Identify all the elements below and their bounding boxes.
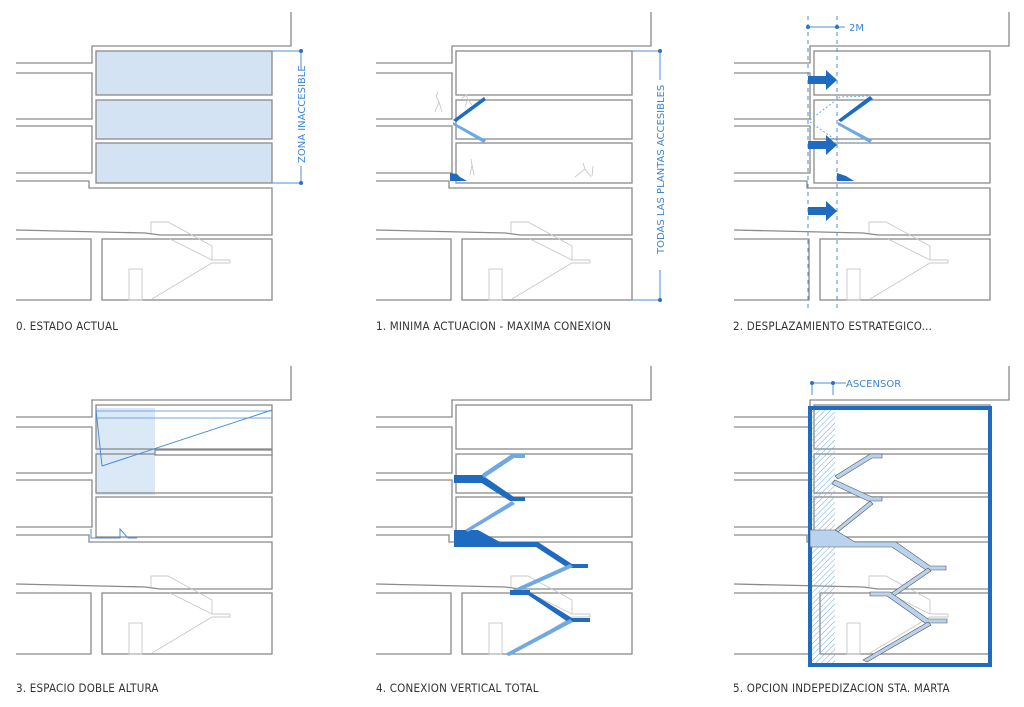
- entry-step: [90, 527, 137, 539]
- caption-1: 1. MINIMA ACTUACION - MAXIMA CONEXION: [376, 319, 612, 333]
- offset-guides: [806, 16, 845, 312]
- caption-0: 0. ESTADO ACTUAL: [16, 319, 119, 333]
- panel-estado-actual: ZONA INACCESIBLE 0. ESTADO ACTUAL: [0, 0, 341, 353]
- dimension-marker: [632, 49, 662, 302]
- arrow-right-icon: [808, 70, 837, 90]
- arrow-right-icon: [808, 201, 837, 221]
- panel-desplazamiento: 2M 2. DESPLAZAMIENTO ESTRATEGICO...: [700, 0, 1024, 353]
- panel-independizacion: ASCENSOR 5. OPCION INDEPEDIZACION STA. M…: [700, 354, 1024, 707]
- annotation-zona-inaccesible: ZONA INACCESIBLE: [297, 65, 308, 163]
- section-drawing-4: [375, 365, 652, 656]
- dimension-marker: [272, 49, 303, 185]
- annotation-ascensor: ASCENSOR: [846, 379, 901, 390]
- section-drawing-2: 2M: [733, 11, 1010, 312]
- section-drawing-3: [15, 365, 292, 655]
- annotation-2m: 2M: [849, 23, 864, 34]
- inaccessible-zone-fills: [96, 51, 272, 183]
- caption-5: 5. OPCION INDEPEDIZACION STA. MARTA: [733, 681, 950, 695]
- section-drawing-5: ASCENSOR: [733, 365, 1010, 667]
- ascensor-dimension: [810, 381, 846, 395]
- panel-doble-altura: 3. ESPACIO DOBLE ALTURA: [0, 354, 341, 707]
- caption-3: 3. ESPACIO DOBLE ALTURA: [16, 681, 159, 695]
- caption-4: 4. CONEXION VERTICAL TOTAL: [376, 681, 539, 695]
- stairs: [809, 453, 948, 663]
- new-stairs: [450, 97, 486, 181]
- people-figures: [434, 91, 594, 178]
- panel-conexion-vertical: 4. CONEXION VERTICAL TOTAL: [360, 354, 701, 707]
- annotation-todas-plantas: TODAS LAS PLANTAS ACCESIBLES: [656, 85, 667, 255]
- panel-minima-actuacion: TODAS LAS PLANTAS ACCESIBLES 1. MINIMA A…: [360, 0, 701, 353]
- vertical-stairs: [454, 454, 590, 656]
- caption-2: 2. DESPLAZAMIENTO ESTRATEGICO...: [733, 319, 933, 333]
- section-drawing-0: ZONA INACCESIBLE: [15, 11, 308, 301]
- arrow-right-icon: [808, 135, 837, 155]
- section-drawing-1: TODAS LAS PLANTAS ACCESIBLES: [375, 11, 667, 302]
- skylight-truss: [95, 409, 273, 467]
- shift-arrows: [808, 70, 837, 221]
- new-stairs: [809, 95, 873, 181]
